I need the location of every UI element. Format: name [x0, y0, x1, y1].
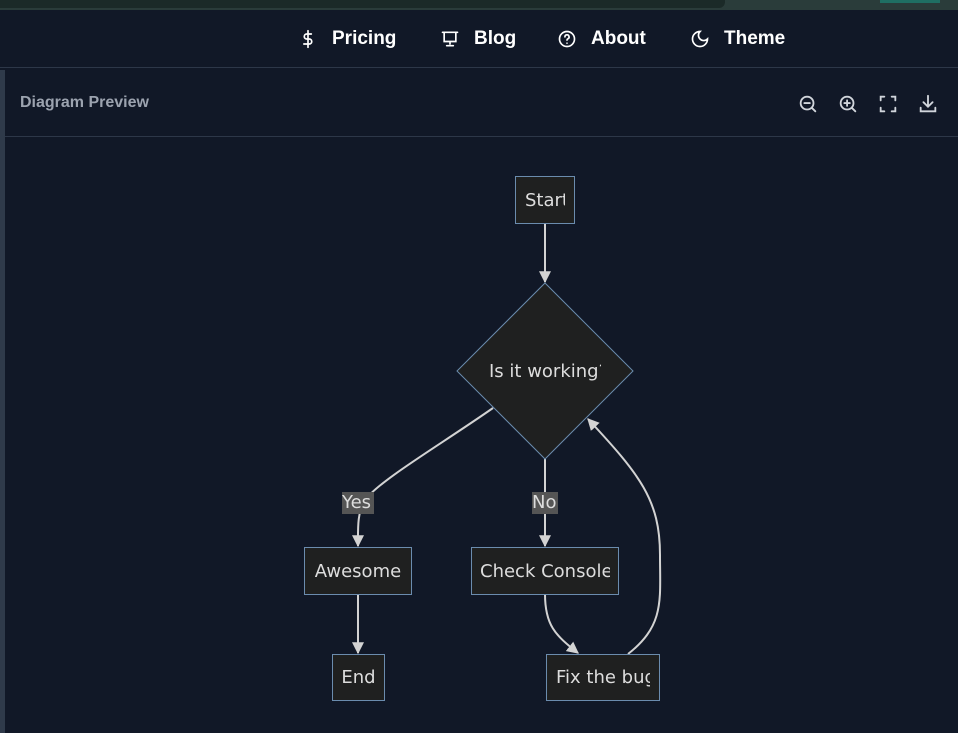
node-check-shape	[471, 547, 619, 595]
edge-decision-awesome	[351, 407, 494, 548]
nav-theme[interactable]: Theme	[690, 10, 785, 67]
nav-blog[interactable]: Blog	[440, 10, 516, 67]
node-decision[interactable]: Is it working?	[480, 356, 610, 386]
nav-pricing[interactable]: Pricing	[298, 10, 396, 67]
browser-top-strip	[0, 0, 958, 10]
panel-header: Diagram Preview	[5, 70, 958, 137]
node-awesome-label: Awesome	[314, 560, 402, 582]
node-start-shape	[515, 176, 575, 224]
node-fix-shape	[546, 654, 660, 701]
edge-label-yes: Yes	[342, 492, 374, 514]
resize-handle[interactable]	[0, 70, 5, 733]
top-nav: Pricing Blog About Theme	[0, 10, 958, 68]
node-decision-label: Is it working?	[489, 360, 601, 382]
node-fix-bug[interactable]: Fix the bug	[546, 654, 660, 701]
nav-about-label: About	[591, 27, 646, 49]
edge-check-fix	[544, 593, 579, 654]
node-decision-shape	[456, 282, 634, 460]
zoom-in-button[interactable]	[837, 93, 859, 115]
node-fix-label: Fix the bug	[556, 667, 650, 688]
download-button[interactable]	[917, 93, 939, 115]
nav-theme-label: Theme	[724, 27, 786, 49]
zoom-out-button[interactable]	[797, 93, 819, 115]
download-icon	[919, 94, 937, 113]
browser-tab	[0, 0, 725, 8]
node-start[interactable]: Start	[515, 176, 575, 224]
edge-fix-decision	[587, 418, 662, 655]
dollar-icon	[303, 29, 313, 48]
edge-label-no: No	[532, 492, 558, 514]
nav-pricing-label: Pricing	[332, 27, 397, 49]
presentation-board-icon	[441, 31, 459, 47]
moon-icon	[691, 30, 709, 47]
nav-blog-label: Blog	[474, 27, 517, 49]
nav-about[interactable]: About	[557, 10, 646, 67]
node-awesome-shape	[304, 547, 412, 595]
node-end-shape	[332, 654, 385, 701]
accent-bar	[880, 0, 940, 3]
node-check-console[interactable]: Check Console	[471, 547, 619, 595]
node-end[interactable]: End	[332, 654, 385, 701]
zoom-out-icon	[799, 95, 817, 113]
panel-title: Diagram Preview	[20, 94, 149, 111]
fullscreen-icon	[879, 95, 897, 113]
help-circle-icon	[558, 30, 576, 47]
node-end-label: End	[341, 667, 376, 688]
node-awesome[interactable]: Awesome	[304, 547, 412, 595]
node-start-label: Start	[525, 189, 565, 211]
fullscreen-button[interactable]	[877, 93, 899, 115]
zoom-in-icon	[839, 95, 857, 113]
node-check-label: Check Console	[480, 560, 610, 582]
